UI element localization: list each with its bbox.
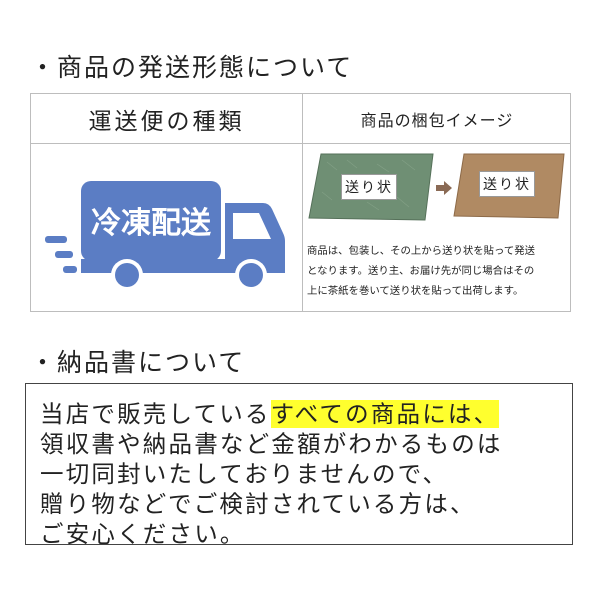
table-divider-horizontal — [31, 143, 570, 144]
table-header-shipping-type: 運送便の種類 — [88, 108, 245, 135]
table-divider-vertical — [302, 94, 303, 311]
truck-icon: 冷凍配送 — [45, 181, 285, 291]
table-header-package-image: 商品の梱包イメージ — [360, 110, 514, 130]
invoice-notice-box: 当店で販売しているすべての商品には、 領収書や納品書など金額がわかるものは 一切… — [25, 383, 573, 548]
notice-line-5: ご安心ください。 — [40, 520, 246, 548]
description-line: 商品は、包装し、その上から送り状を貼って発送 — [307, 245, 536, 257]
package-description: 商品は、包装し、その上から送り状を貼って発送 となります。送り主、お届け先が同じ… — [307, 241, 569, 301]
notice-line-3: 一切同封いたしておりませんので、 — [40, 460, 449, 488]
shipping-table: 運送便の種類 商品の梱包イメージ 冷凍配送 送り状 — [30, 93, 571, 312]
shipping-label-before: 送り状 — [341, 174, 397, 200]
arrow-right-icon — [436, 181, 452, 195]
description-line: 上に茶紙を巻いて送り状を貼って出荷します。 — [307, 285, 524, 297]
section-title-shipping: ・商品の発送形態について — [30, 53, 354, 82]
shipping-label-after: 送り状 — [479, 171, 535, 197]
notice-line-1: 当店で販売しているすべての商品には、 — [40, 399, 572, 429]
section-title-invoice: ・納品書について — [30, 348, 246, 377]
description-line: となります。送り主、お届け先が同じ場合はその — [307, 265, 535, 277]
notice-line-4: 贈り物などでご検討されている方は、 — [40, 490, 476, 518]
notice-text: 当店で販売している — [40, 400, 271, 428]
truck-label: 冷凍配送 — [91, 206, 211, 241]
notice-highlight: すべての商品には、 — [270, 400, 500, 428]
notice-line-2: 領収書や納品書など金額がわかるものは — [40, 430, 503, 458]
